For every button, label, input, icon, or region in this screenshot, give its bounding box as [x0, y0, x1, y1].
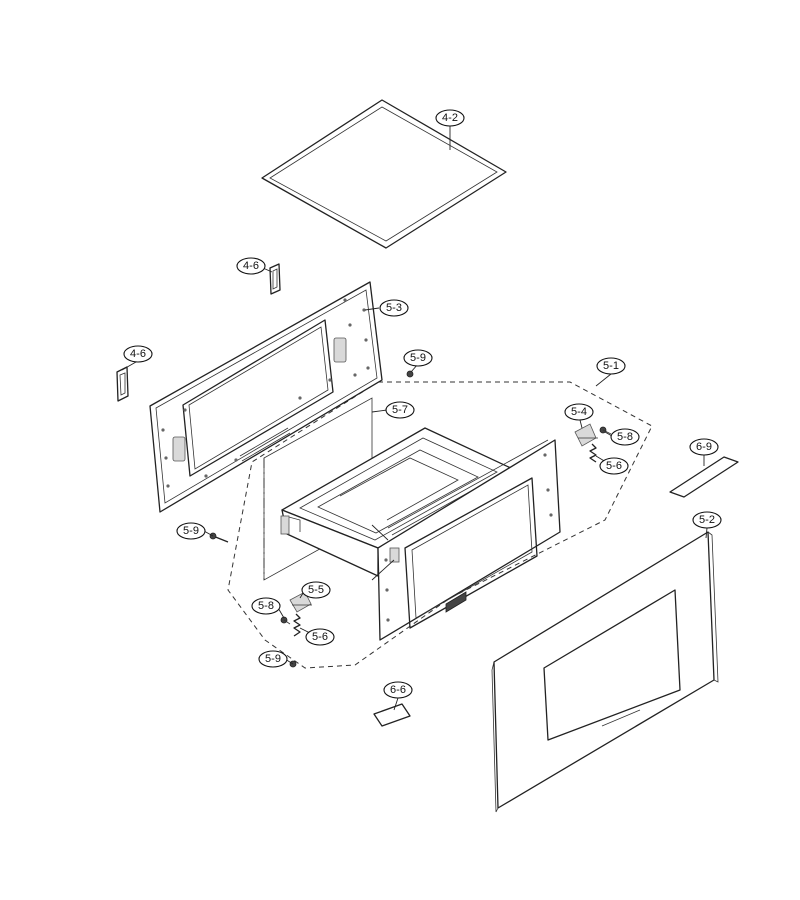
part-5-8-screw-left: [280, 616, 291, 625]
svg-text:4-2: 4-2: [442, 112, 458, 124]
part-5-4-slide: [574, 423, 598, 447]
part-4-6-bracket-b: [116, 366, 129, 402]
part-5-6-spring-left: [293, 613, 301, 637]
callout-6-6: 6-6: [383, 681, 413, 699]
part-5-3-frame: [149, 281, 383, 513]
svg-text:5-9: 5-9: [265, 653, 281, 665]
svg-text:5-3: 5-3: [386, 302, 402, 314]
svg-text:5-8: 5-8: [617, 431, 633, 443]
part-4-2-shelf: [261, 99, 507, 249]
callout-5-8-right: 5-8: [610, 428, 640, 446]
frame-holes: [161, 298, 370, 488]
svg-text:5-1: 5-1: [603, 360, 619, 372]
svg-text:5-9: 5-9: [410, 352, 426, 364]
callout-5-6-left: 5-6: [305, 628, 335, 646]
callout-5-9-top: 5-9: [403, 349, 433, 367]
callout-5-7: 5-7: [385, 401, 415, 419]
svg-text:6-6: 6-6: [390, 684, 406, 696]
callout-4-6-left: 4-6: [123, 345, 153, 363]
callout-5-9-bottom: 5-9: [258, 650, 288, 668]
part-5-6-spring-right: [589, 443, 597, 463]
part-5-9-screw-left: [209, 532, 229, 543]
part-4-6-bracket-a: [269, 263, 281, 295]
callout-5-2: 5-2: [692, 511, 722, 529]
part-5-2-front-panel: [491, 531, 719, 813]
svg-text:4-6: 4-6: [130, 348, 146, 360]
part-5-5-slide: [289, 591, 312, 613]
part-6-9-label: [669, 456, 739, 498]
callout-5-1: 5-1: [596, 357, 626, 375]
callout-4-6-top: 4-6: [236, 257, 266, 275]
assembly-outline-5-1: [227, 381, 653, 669]
svg-text:5-4: 5-4: [571, 406, 587, 418]
svg-text:5-8: 5-8: [258, 600, 274, 612]
part-5-9-screw-top: [406, 370, 414, 378]
callout-6-9: 6-9: [689, 438, 719, 456]
svg-text:5-9: 5-9: [183, 525, 199, 537]
callout-5-3: 5-3: [379, 299, 409, 317]
svg-text:5-6: 5-6: [606, 460, 622, 472]
svg-text:5-7: 5-7: [392, 404, 408, 416]
svg-text:5-5: 5-5: [308, 584, 324, 596]
svg-text:6-9: 6-9: [696, 441, 712, 453]
callout-5-8-left: 5-8: [251, 597, 281, 615]
svg-text:5-2: 5-2: [699, 514, 715, 526]
callout-5-9-left: 5-9: [176, 522, 206, 540]
part-6-6-label: [373, 703, 411, 727]
callout-5-5: 5-5: [301, 581, 331, 599]
svg-text:4-6: 4-6: [243, 260, 259, 272]
callout-4-2: 4-2: [435, 109, 465, 127]
callout-5-6-right: 5-6: [599, 457, 629, 475]
svg-text:5-6: 5-6: [312, 631, 328, 643]
drawer-front-frame: [377, 439, 561, 641]
callout-5-4: 5-4: [564, 403, 594, 421]
part-5-8-screw-right: [599, 426, 612, 435]
